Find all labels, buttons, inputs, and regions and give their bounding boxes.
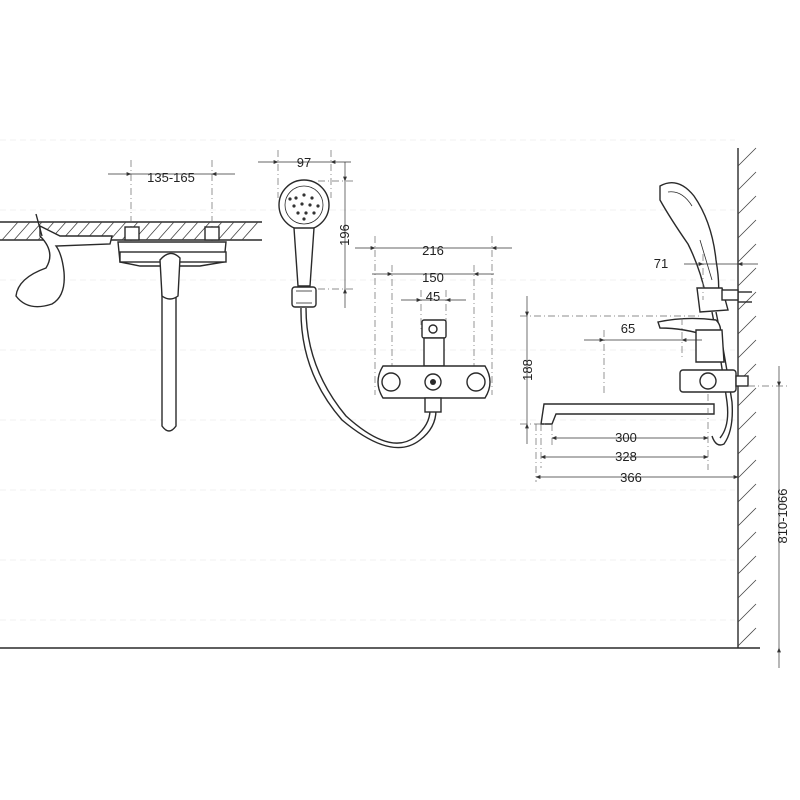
dim-plate-center: 150: [422, 270, 444, 285]
dim-lever-depth: 65: [621, 321, 635, 336]
dim-plate-width: 216: [422, 243, 444, 258]
dim-knob-width: 45: [426, 289, 440, 304]
front-view: 97 196 216: [258, 150, 512, 449]
dim-showerhead-length: 196: [337, 224, 352, 246]
dim-spout-300: 300: [615, 430, 637, 445]
top-view: 135-165: [0, 160, 262, 432]
dim-showerhead-width: 97: [297, 155, 311, 170]
dim-body-height: 188: [520, 359, 535, 381]
dim-mount-height: 810-1066: [775, 489, 790, 544]
dim-wall-offset: 71: [654, 256, 668, 271]
dim-install-spacing: 135-165: [147, 170, 195, 185]
dim-spout-328: 328: [615, 449, 637, 464]
dim-spout-366: 366: [620, 470, 642, 485]
side-view: 71 65 188 300 328 366: [520, 147, 790, 668]
background-dash-lines: [0, 139, 735, 621]
wall-side-hatch: [737, 147, 757, 647]
